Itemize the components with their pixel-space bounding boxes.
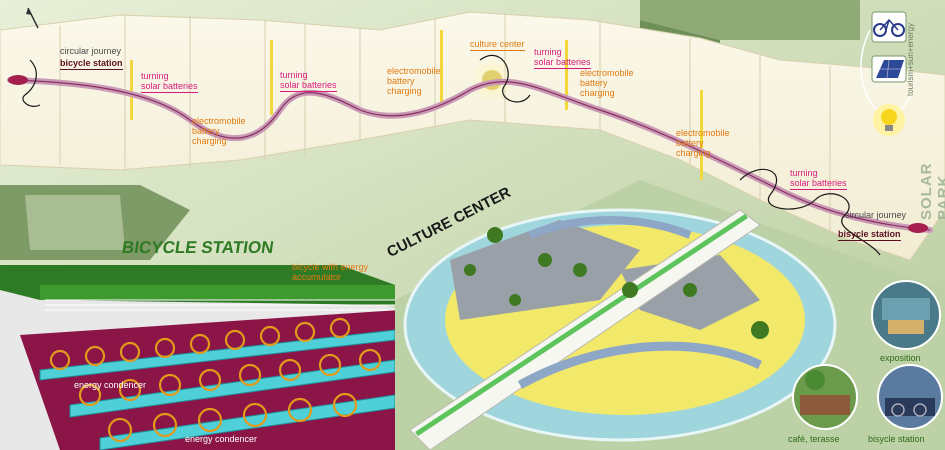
label-turning-solar-2: turning solar batteries: [280, 70, 337, 92]
caption-bisycle-station: bisycle station: [868, 434, 925, 444]
bicycle-station-roof-edge: [40, 285, 395, 300]
label-culture-center-route: culture center: [470, 39, 525, 51]
photo-cafe-terasse: [792, 364, 858, 430]
building-block: [640, 0, 860, 40]
label-bicycle-accumulator: bicycle with energy accumulator: [292, 262, 369, 282]
label-electromobile-2: electromobile battery charging: [387, 66, 441, 96]
project-title: SOLAR PARK SOUTH: [918, 162, 945, 221]
section-title-bicycle-station: BICYCLE STATION: [120, 238, 275, 257]
station-marker-right: [908, 223, 928, 233]
photo-exposition: [871, 280, 941, 350]
station-marker-left: [8, 75, 28, 85]
bicycle-rows: [49, 317, 382, 443]
label-circular-journey-right: circular journey: [845, 210, 907, 220]
route-band: [0, 11, 945, 261]
building-block: [25, 195, 125, 250]
label-turning-solar-3: turning solar batteries: [534, 47, 591, 69]
charging-markers: [130, 30, 703, 180]
culture-center-parking: [450, 220, 640, 320]
label-electromobile-1: electromobile battery charging: [192, 116, 246, 146]
bicycle-icon: [871, 11, 907, 43]
label-bicycle-station-left: bicycle station: [60, 58, 123, 70]
label-circular-journey-left: circular journey: [60, 46, 122, 56]
caption-exposition: exposition: [880, 353, 921, 363]
route-path-centerline: [9, 79, 931, 231]
label-turning-solar-1: turning solar batteries: [141, 71, 198, 93]
compass-north-icon: [26, 7, 39, 29]
culture-center-green-strip: [415, 214, 748, 436]
solar-panel-icon: [871, 55, 907, 83]
label-bicycle-station-right: bisycle station: [838, 229, 901, 241]
culture-center-pavilion: [528, 216, 692, 239]
label-electromobile-4: electromobile battery charging: [676, 128, 730, 158]
label-turning-solar-4: turning solar batteries: [790, 168, 847, 190]
caption-cafe-terasse: café, terasse: [788, 434, 840, 444]
energy-flow-arrows: [860, 29, 914, 111]
culture-center-trees: [464, 227, 769, 339]
label-energy-condencer-1: energy condencer: [74, 380, 147, 390]
label-electromobile-3: electromobile battery charging: [580, 68, 634, 98]
label-energy-condencer-2: energy condencer: [185, 434, 258, 444]
project-subtitle: tourism+sun+energy: [906, 23, 915, 96]
photo-bisycle-station: [877, 364, 943, 430]
culture-center-pavilion: [517, 341, 763, 389]
bicycle-station-railing: [45, 299, 395, 311]
circular-journey-paths: [22, 54, 881, 256]
light-bulb-icon: [873, 104, 905, 136]
